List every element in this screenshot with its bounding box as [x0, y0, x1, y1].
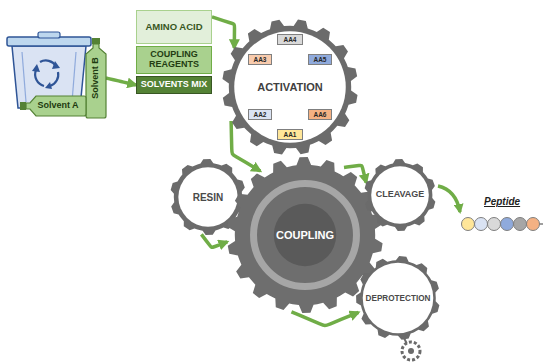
node-text: ACTIVATION [257, 81, 323, 93]
input-box: COUPLING REAGENTS [136, 46, 212, 74]
node-text: AA1 [283, 131, 296, 138]
node-text: AA3 [253, 56, 266, 63]
node-text: AA4 [283, 36, 296, 43]
node-text: SOLVENTS MIX [141, 80, 207, 90]
amino-acid-tag: AA4 [277, 34, 303, 45]
input-box: AMINO ACID [136, 10, 212, 44]
node-text: COUPLING REAGENTS [140, 50, 208, 70]
deprotection-gear: DEPROTECTION [356, 256, 440, 340]
solvent-bottle: Solvent A [20, 96, 86, 116]
node-text: CLEAVAGE [376, 190, 425, 200]
process-arrow [201, 234, 227, 247]
output-label: Peptide [484, 196, 520, 207]
node-text: Solvent A [37, 101, 78, 111]
release-arrow [438, 186, 460, 212]
node-text: AMINO ACID [145, 22, 202, 32]
amino-acid-tag: AA3 [248, 54, 272, 65]
input-box: SOLVENTS MIX [136, 76, 212, 94]
amino-acid-tag: AA2 [248, 109, 272, 120]
node-text: Solvent B [91, 57, 101, 99]
amino-acid-tag: AA1 [277, 129, 303, 140]
cleavage-gear: CLEAVAGE [364, 159, 436, 231]
coupling-gear: COUPLING [227, 157, 383, 313]
node-text: AA6 [313, 111, 326, 118]
solvent-bottle: Solvent B [86, 38, 106, 118]
activation-gear: ACTIVATION AA4AA3 AA5AA2 AA6AA1 [222, 19, 358, 155]
process-arrow [212, 17, 235, 48]
node-text: AA5 [313, 56, 326, 63]
peptide-chain [462, 218, 543, 231]
node-text: AA2 [253, 111, 266, 118]
process-arrow [291, 312, 358, 326]
amino-acid-tag: AA6 [308, 109, 332, 120]
node-text: RESIN [193, 192, 224, 203]
amino-acid-tag: AA5 [308, 54, 332, 65]
node-text: DEPROTECTION [366, 294, 431, 303]
process-arrow [106, 78, 136, 85]
node-text: COUPLING [276, 229, 334, 241]
